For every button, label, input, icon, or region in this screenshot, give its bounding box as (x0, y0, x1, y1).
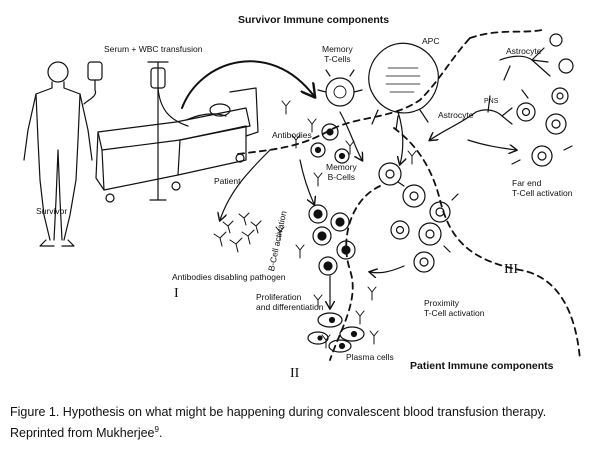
figure-caption: Figure 1. Hypothesis on what might be ha… (10, 404, 595, 442)
region-two-numeral: II (290, 366, 300, 381)
memory-t-cells-label: Memory T-Cells (322, 44, 353, 64)
far-end-activation-label: Far end T-Cell activation (512, 178, 573, 198)
caption-end: . (158, 426, 163, 441)
pathogen-cluster (213, 212, 262, 253)
proximity-t-cells (378, 162, 459, 273)
patient-label: Patient (214, 176, 241, 186)
proliferation-label: Proliferation and differentiation (256, 292, 324, 312)
pns-label: PNS (484, 98, 499, 105)
antibody-glyphs (275, 100, 417, 349)
iv-bag (83, 61, 103, 105)
patient-components-header: Patient Immune components (410, 360, 554, 372)
proximity-activation-label: Proximity T-Cell activation (424, 298, 485, 318)
antibodies-disabling-label: Antibodies disabling pathogen (172, 272, 286, 282)
astrocyte-top-label: Astrocyte (506, 46, 542, 56)
survivor-components-header: Survivor Immune components (238, 14, 390, 26)
transfusion-arrow (181, 60, 314, 109)
serum-transfusion-label: Serum + WBC transfusion (104, 44, 203, 54)
memory-b-cells-label: Memory B-Cells (326, 162, 357, 182)
memory-b-cells (310, 123, 350, 164)
memory-t-cell (317, 69, 363, 107)
caption-text: Figure 1. Hypothesis on what might be ha… (10, 405, 547, 441)
plasma-cells-label: Plasma cells (346, 352, 394, 362)
plasma-cells (307, 312, 365, 353)
survivor-label: Survivor (36, 206, 68, 216)
astrocyte-mid-label: Astrocyte (438, 110, 474, 120)
b-cell-cluster (308, 204, 356, 276)
astrocyte-top (499, 33, 574, 81)
far-end-t-cells (511, 87, 573, 167)
astrocyte-mid (430, 95, 513, 140)
apc-cell (368, 42, 439, 131)
survivor-figure (23, 61, 93, 247)
patient-bed (95, 87, 259, 203)
caption-reference: 9 (154, 425, 159, 434)
antibodies-label: Antibodies (272, 130, 312, 140)
flow-arrows (220, 111, 516, 308)
iv-stand (147, 61, 189, 201)
region-one-numeral: I (174, 286, 179, 301)
diagram-drawing (23, 29, 581, 361)
region-three-numeral: III (504, 262, 518, 277)
apc-label: APC (422, 36, 440, 46)
